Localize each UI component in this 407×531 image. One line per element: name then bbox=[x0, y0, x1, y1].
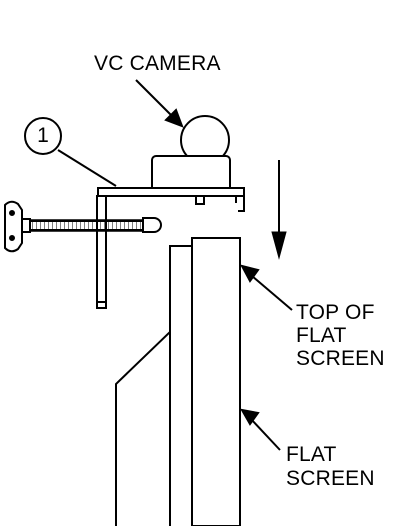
vc-camera-label: VC CAMERA bbox=[94, 52, 221, 75]
knob-icon bbox=[4, 200, 23, 253]
screw-tip bbox=[142, 217, 162, 233]
vc-camera bbox=[151, 115, 231, 194]
screw-collar bbox=[21, 218, 31, 233]
top-of-flat-screen-label-line3: SCREEN bbox=[296, 347, 385, 370]
flat-screen bbox=[115, 237, 241, 527]
flat-screen-front bbox=[191, 237, 241, 527]
bracket-vertical-leg bbox=[96, 195, 107, 309]
mounting-bracket bbox=[96, 187, 245, 309]
flat-screen-label-line1: FLAT bbox=[286, 443, 337, 466]
down-arrow-icon bbox=[271, 160, 287, 260]
leader-lines bbox=[57, 79, 293, 451]
knob-screw bbox=[4, 200, 162, 253]
top-of-flat-screen-label-line1: TOP OF bbox=[296, 301, 375, 324]
flat-screen-label-line2: SCREEN bbox=[286, 467, 375, 490]
flat-screen-side bbox=[115, 245, 192, 526]
top-of-flat-screen-label-line2: FLAT bbox=[296, 324, 347, 347]
callout-number: 1 bbox=[37, 124, 49, 147]
callout-circle bbox=[24, 117, 62, 155]
